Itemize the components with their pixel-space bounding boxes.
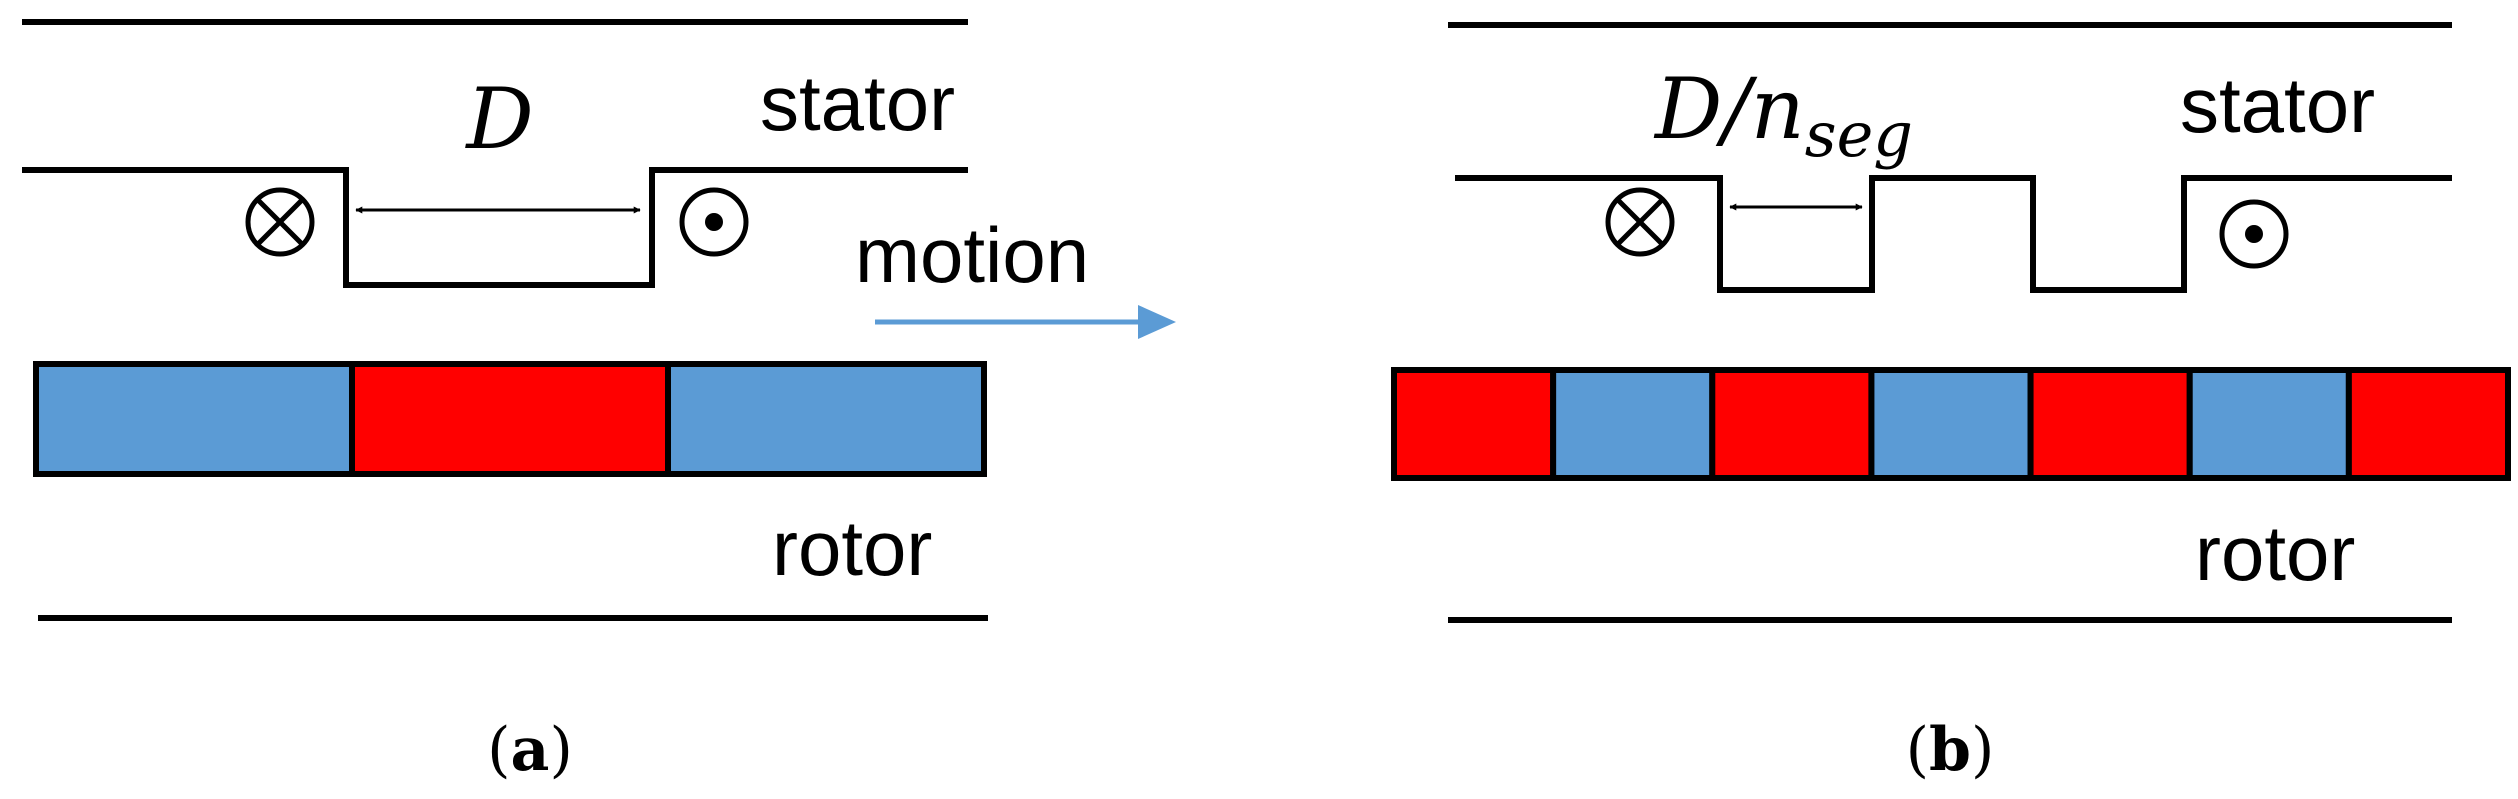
current-into-page-icon — [245, 187, 315, 257]
motion-label: motion — [855, 211, 1089, 299]
rotor-label: rotor — [772, 504, 932, 592]
magnet-blue — [1550, 367, 1716, 481]
caption-a: (a) — [487, 715, 573, 785]
panel-a: D stator rotor (a) — [22, 19, 988, 785]
magnet-red — [1391, 367, 1557, 481]
motion-arrow-head — [1138, 305, 1176, 339]
stator-slot-profile — [22, 167, 968, 288]
rotor-label: rotor — [2195, 509, 2355, 597]
magnet-red — [349, 361, 671, 477]
panel-b: D/nseg stator rotor (b) — [1391, 22, 2512, 785]
magnet-blue — [665, 361, 987, 477]
stator-slot-profile — [1455, 175, 2452, 293]
magnet-red — [2027, 367, 2193, 481]
magnet-red — [1709, 367, 1875, 481]
caption-b: (b) — [1906, 715, 1995, 785]
stator-label: stator — [2180, 61, 2375, 149]
dimension-label-d-nseg: D/nseg — [1653, 60, 1913, 171]
magnet-red — [2345, 367, 2512, 481]
magnet-blue — [33, 361, 355, 477]
magnet-blue — [1868, 367, 2034, 481]
magnet-blue — [2186, 367, 2352, 481]
current-out-of-page-icon — [2219, 199, 2289, 269]
current-into-page-icon — [1605, 187, 1675, 257]
rotor-magnets — [33, 361, 987, 477]
stator-label: stator — [760, 59, 955, 147]
dimension-label-d: D — [464, 70, 533, 168]
motion-indicator: motion — [855, 211, 1176, 339]
current-out-of-page-icon — [679, 187, 749, 257]
rotor-magnets — [1391, 367, 2512, 481]
